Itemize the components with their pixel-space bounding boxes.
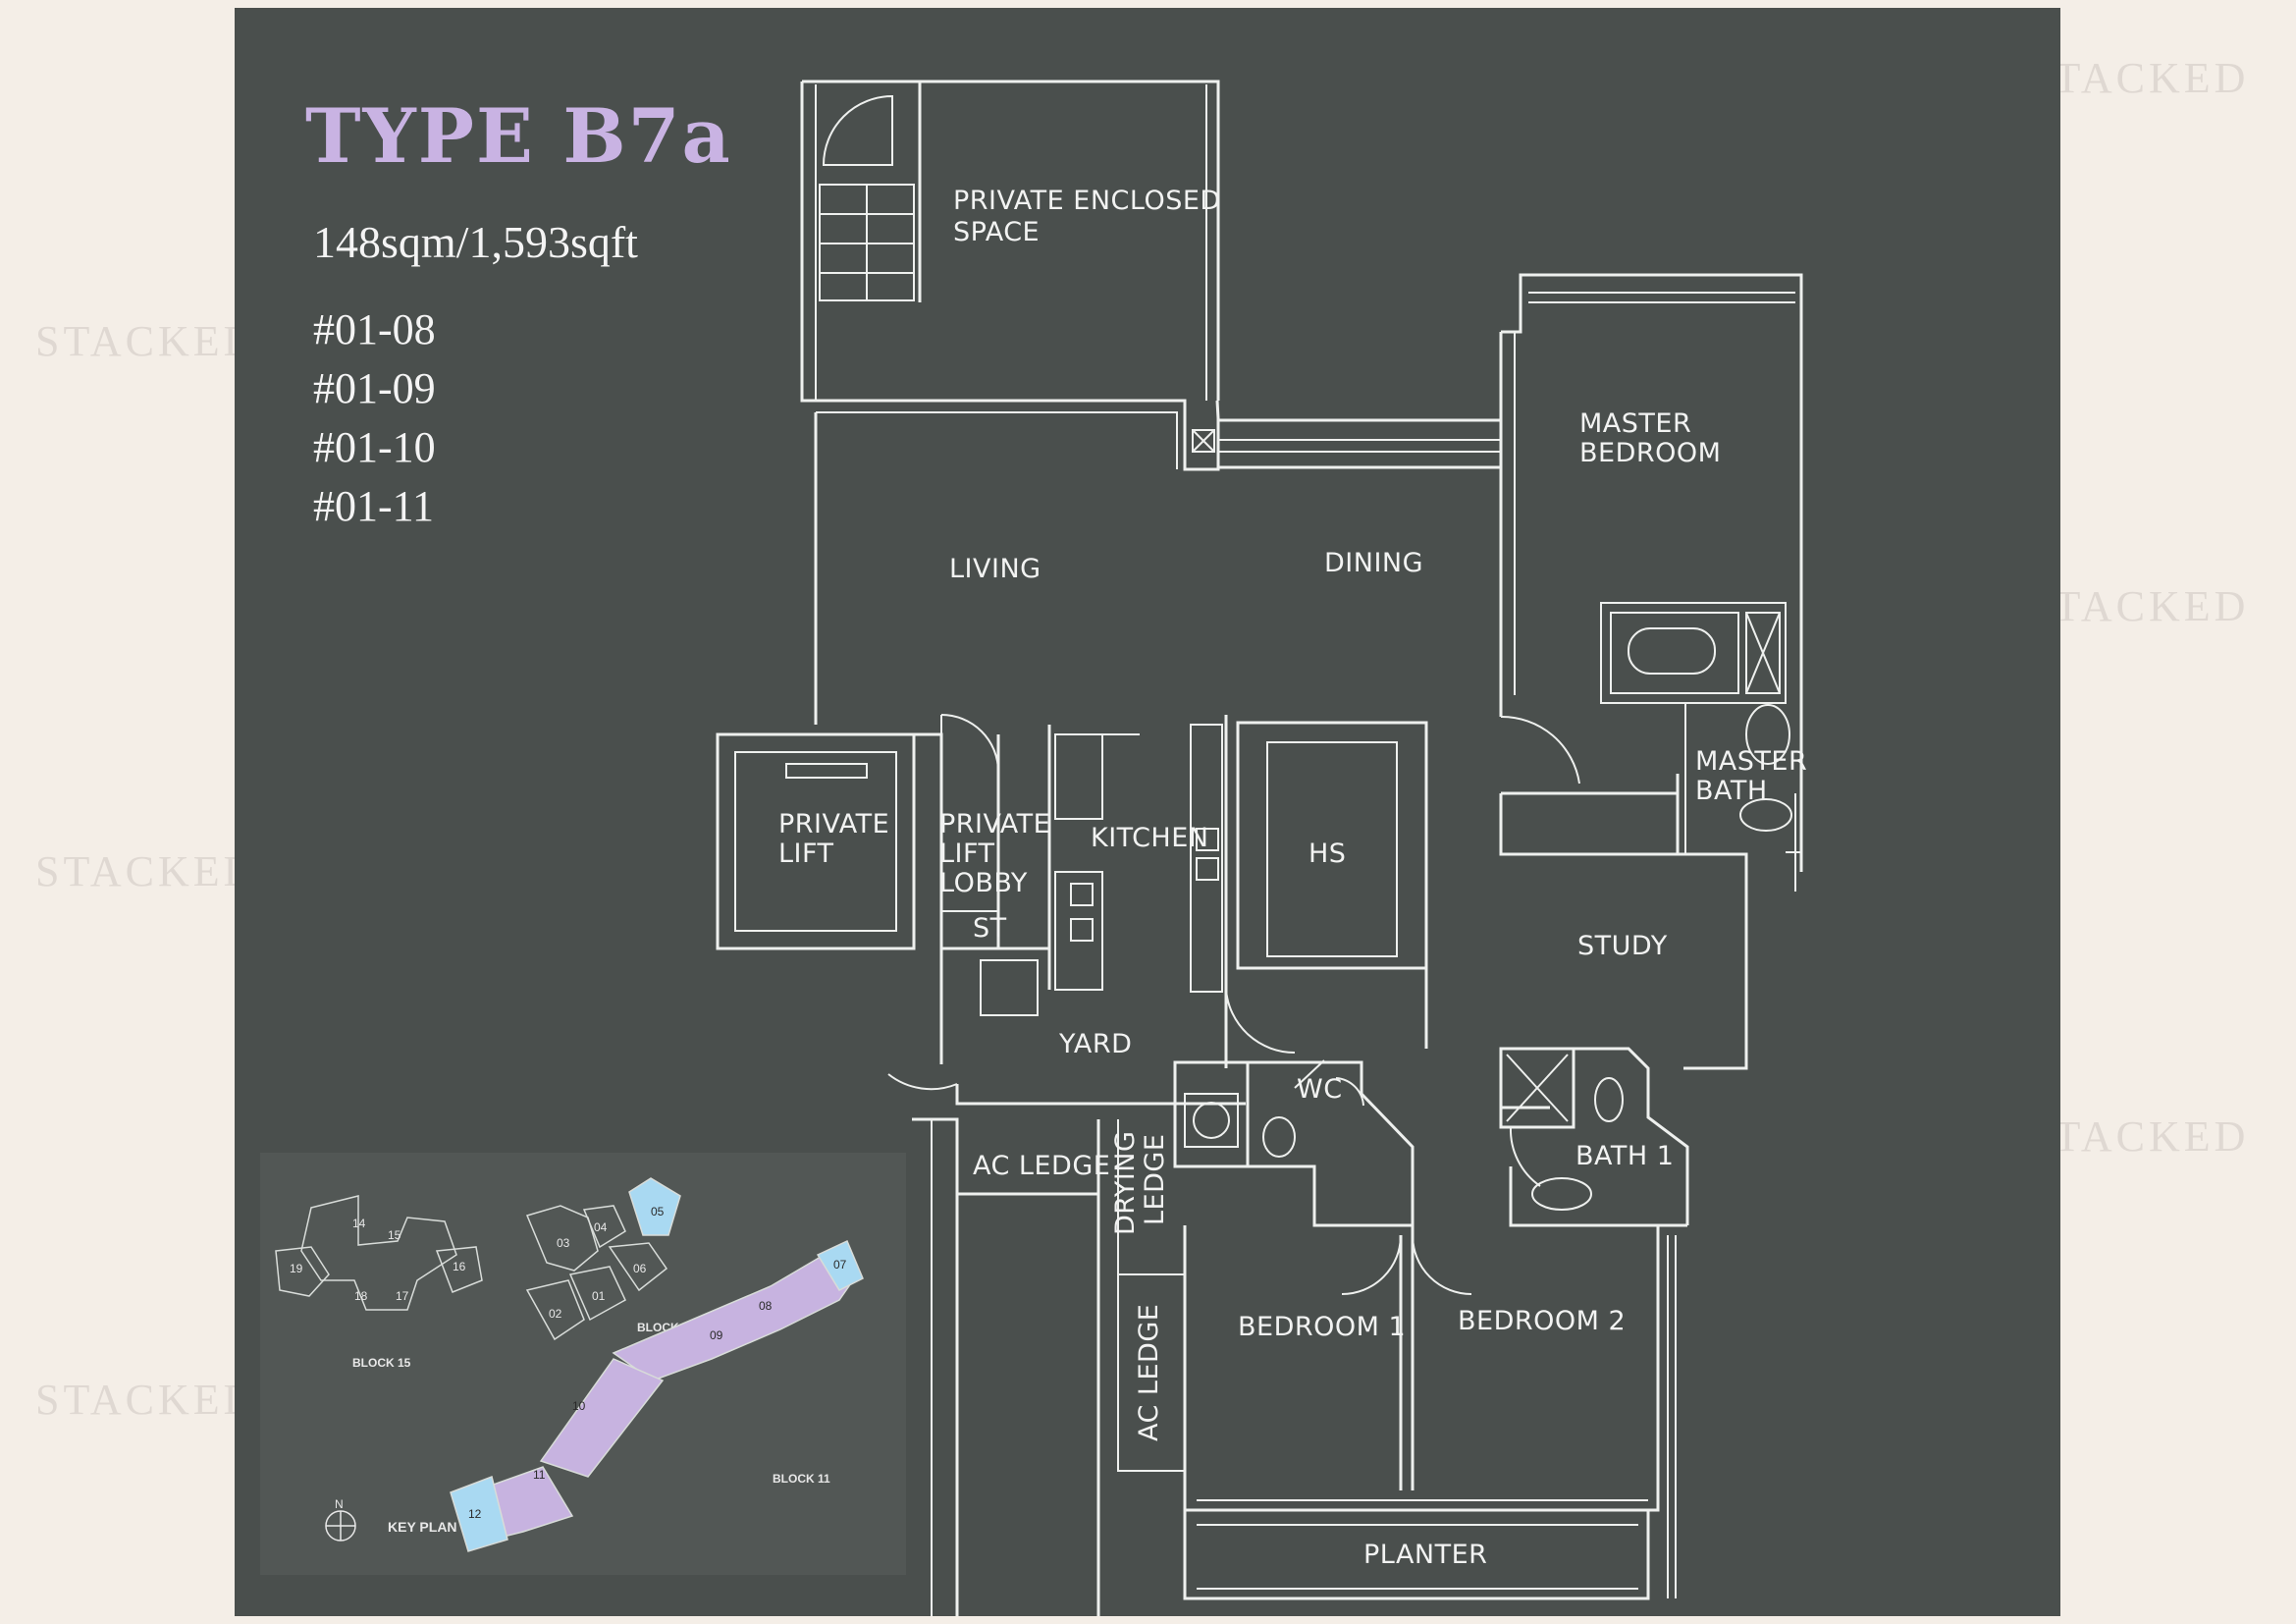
watermark: STACKED <box>35 1376 259 1424</box>
room-label-bedroom-1: BEDROOM 1 <box>1238 1312 1406 1342</box>
block-15-unit: 14 <box>352 1217 366 1230</box>
unit-type-title: TYPE B7a <box>305 92 732 180</box>
room-label-private-enclosed: SPACE <box>953 217 1040 247</box>
room-label-ac-ledge-side: AC LEDGE <box>1134 1304 1164 1441</box>
room-label-master-bath: BATH <box>1695 776 1768 806</box>
key-plan: 14 15 19 16 18 17 BLOCK 15 03 04 05 06 0… <box>260 1153 906 1575</box>
block-9-unit: 03 <box>557 1236 570 1250</box>
unit-number: #01-10 <box>313 423 436 471</box>
room-label-master-bedroom: MASTER <box>1579 408 1691 439</box>
room-label-private-enclosed: PRIVATE ENCLOSED <box>953 186 1221 216</box>
watermark: STACKED <box>35 317 259 365</box>
room-label-study: STUDY <box>1577 931 1668 961</box>
unit-area: 148sqm/1,593sqft <box>313 217 638 267</box>
block-15-unit: 16 <box>453 1260 466 1273</box>
block-9-outline <box>525 1177 681 1341</box>
room-label-planter: PLANTER <box>1363 1540 1487 1570</box>
room-label-master-bedroom: BEDROOM <box>1579 438 1721 468</box>
room-label-bedroom-2: BEDROOM 2 <box>1458 1306 1626 1336</box>
block-11-outline <box>450 1239 864 1552</box>
room-label-master-bath: MASTER <box>1695 746 1807 777</box>
kitchen-walls <box>1047 715 1428 1049</box>
block-11-unit: 11 <box>533 1468 546 1482</box>
block-11-unit: 08 <box>759 1299 773 1313</box>
room-label-yard: YARD <box>1058 1029 1132 1059</box>
room-label-ac-ledge: AC LEDGE <box>973 1151 1110 1181</box>
block-9-unit: 05 <box>651 1205 665 1218</box>
room-label-hs: HS <box>1308 839 1346 869</box>
block-11-unit: 07 <box>833 1258 847 1272</box>
block-15-unit: 17 <box>396 1289 409 1303</box>
block-15-unit: 18 <box>354 1289 368 1303</box>
block-9-unit: 02 <box>549 1307 562 1321</box>
bedroom-walls <box>1183 1225 1677 1600</box>
block-11-unit: 09 <box>710 1328 723 1342</box>
block-11-label: BLOCK 11 <box>773 1472 830 1486</box>
floor-plan-drawing: PRIVATE ENCLOSED SPACE MASTER BEDROOM LI… <box>716 80 1807 1616</box>
unit-number: #01-09 <box>313 364 436 412</box>
room-label-living: LIVING <box>949 554 1041 584</box>
room-label-private-lift: PRIVATE <box>778 809 889 839</box>
key-plan-drawing: 14 15 19 16 18 17 BLOCK 15 03 04 05 06 0… <box>275 1177 864 1552</box>
block-9-unit: 01 <box>592 1289 606 1303</box>
block-9-unit: 04 <box>594 1220 608 1234</box>
room-label-private-lift-lobby: LIFT <box>939 839 995 869</box>
study-bath-walls <box>1499 854 1748 1227</box>
room-label-private-lift: LIFT <box>778 839 834 869</box>
unit-number: #01-08 <box>313 305 436 353</box>
north-label: N <box>335 1497 344 1511</box>
block-11-unit: 10 <box>572 1399 586 1413</box>
room-label-st: ST <box>973 913 1007 944</box>
room-label-private-lift-lobby: PRIVATE <box>939 809 1050 839</box>
block-15-label: BLOCK 15 <box>352 1356 411 1370</box>
room-label-dining: DINING <box>1324 548 1423 578</box>
watermark: STACKED <box>35 847 259 895</box>
room-label-drying-ledge: DRYING <box>1110 1131 1141 1235</box>
key-plan-title: KEY PLAN <box>388 1519 457 1535</box>
block-15-outline <box>275 1195 483 1311</box>
floor-plan-panel: TYPE B7a 148sqm/1,593sqft #01-08 #01-09 … <box>235 8 2060 1616</box>
room-label-kitchen: KITCHEN <box>1091 823 1209 853</box>
unit-number-list: #01-08 #01-09 #01-10 #01-11 <box>313 300 436 536</box>
block-11-unit: 12 <box>468 1507 482 1521</box>
service-area-walls <box>887 948 1415 1616</box>
block-15-unit: 15 <box>388 1228 401 1242</box>
room-label-private-lift-lobby: LOBBY <box>939 868 1028 898</box>
block-15-unit: 19 <box>290 1262 303 1275</box>
room-label-drying-ledge: LEDGE <box>1140 1134 1170 1225</box>
private-enclosed-space-walls <box>800 80 1220 471</box>
room-label-wc: WC <box>1297 1074 1343 1105</box>
unit-number: #01-11 <box>313 482 435 530</box>
private-lift-walls <box>716 714 1049 950</box>
room-label-bath-1: BATH 1 <box>1575 1141 1674 1171</box>
block-9-unit: 06 <box>633 1262 647 1275</box>
